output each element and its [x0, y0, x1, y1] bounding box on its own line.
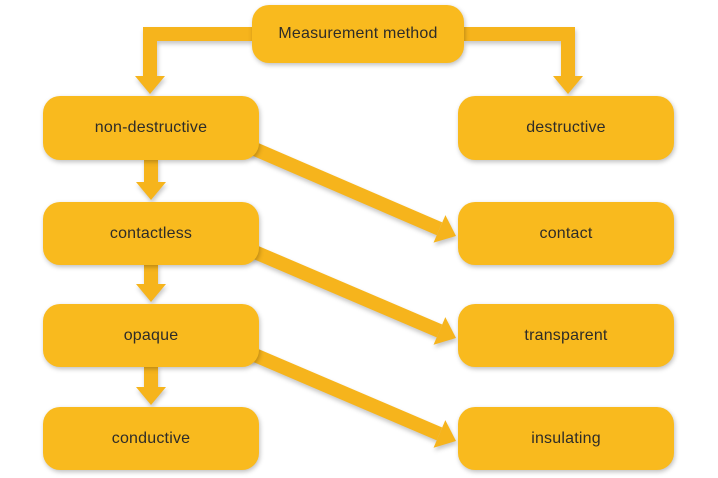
flow-node-label: Measurement method — [278, 25, 438, 42]
arrow-measurement-method-to-non-destructive — [135, 27, 252, 94]
flow-node-transparent: transparent — [458, 304, 674, 367]
flow-node-contact: contact — [458, 202, 674, 265]
flow-node-label: contactless — [109, 224, 193, 242]
flow-node-label: opaque — [123, 326, 179, 344]
arrow-opaque-to-conductive — [136, 365, 166, 405]
flow-node-destructive: destructive — [458, 96, 674, 160]
arrow-opaque-to-insulating — [247, 346, 456, 448]
flow-node-non-destructive: non-destructive — [43, 96, 259, 160]
flow-node-label: conductive — [111, 429, 191, 447]
flow-node-label: transparent — [524, 326, 608, 344]
flow-node-label: insulating — [531, 429, 601, 447]
flow-node-insulating: insulating — [458, 407, 674, 470]
arrow-non-destructive-to-contact — [247, 140, 456, 243]
arrow-contactless-to-transparent — [247, 243, 456, 345]
flow-node-opaque: opaque — [43, 304, 259, 367]
arrow-non-destructive-to-contactless — [136, 158, 166, 200]
flow-node-label: destructive — [526, 119, 606, 136]
arrow-contactless-to-opaque — [136, 263, 166, 302]
flow-node-label: non-destructive — [94, 119, 208, 136]
arrow-measurement-method-to-destructive — [464, 27, 583, 94]
flow-node-label: contact — [539, 224, 593, 242]
flow-node-conductive: conductive — [43, 407, 259, 470]
flow-node-contactless: contactless — [43, 202, 259, 265]
flow-node-measurement-method: Measurement method — [252, 5, 464, 63]
